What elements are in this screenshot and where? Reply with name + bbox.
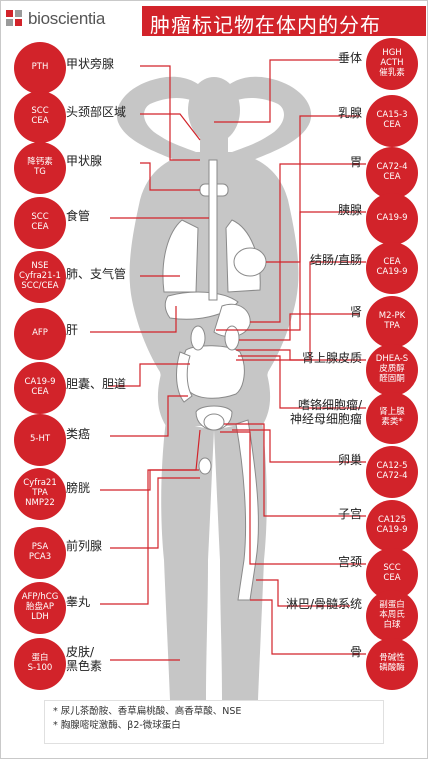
line-kidney bbox=[239, 313, 360, 341]
footnote: * 尿儿茶酚胺、香草扁桃酸、高香草酸、NSE * 胸腺嘧啶激酶、β2-微球蛋白 bbox=[44, 700, 384, 744]
organ-label-testis: 睾丸 bbox=[66, 595, 91, 609]
organ-label-lymph: 淋巴/骨髓系统 bbox=[285, 597, 362, 611]
organ-label-colon: 结肠/直肠 bbox=[309, 253, 362, 267]
line-stomach bbox=[250, 163, 366, 323]
marker-badge-pheo: 肾上腺 素类* bbox=[366, 392, 418, 444]
line-colon bbox=[236, 261, 366, 361]
marker-badge-skin: 蛋白 S-100 bbox=[14, 638, 66, 690]
marker-badge-prostate: PSA PCA3 bbox=[14, 527, 66, 579]
marker-badge-bladder: Cyfra21 TPA NMP22 bbox=[14, 468, 66, 520]
stomach bbox=[213, 303, 251, 338]
line-pancreas bbox=[216, 211, 366, 331]
line-lymph bbox=[256, 579, 350, 607]
marker-badge-uterus: CA125 CA19-9 bbox=[366, 500, 418, 552]
marker-badge-carcinoid: 5-HT bbox=[14, 414, 66, 466]
organ-label-pituitary: 垂体 bbox=[337, 51, 362, 65]
organ-label-pth: 甲状旁腺 bbox=[66, 57, 115, 71]
marker-badge-bone: 骨碱性 磷酸酶 bbox=[366, 638, 418, 690]
footnote-line-2: * 胸腺嘧啶激酶、β2-微球蛋白 bbox=[53, 719, 181, 731]
organ-label-breast: 乳腺 bbox=[337, 106, 362, 120]
organ-label-adrenal: 肾上腺皮质 bbox=[301, 351, 362, 365]
organ-label-prostate: 前列腺 bbox=[66, 539, 103, 553]
marker-badge-gallbladder: CA19-9 CEA bbox=[14, 362, 66, 414]
organ-label-headneck: 头颈部区域 bbox=[66, 105, 127, 119]
line-bone bbox=[250, 599, 366, 655]
marker-badge-testis: AFP/hCG 胎盘AP LDH bbox=[14, 582, 66, 634]
organ-label-uterus: 子宫 bbox=[337, 507, 362, 521]
marker-badge-ovary: CA12-5 CA72-4 bbox=[366, 446, 418, 498]
line-liver bbox=[90, 306, 177, 333]
line-carcinoid bbox=[110, 395, 188, 437]
marker-badge-pancreas: CA19-9 bbox=[366, 193, 418, 245]
line-gallbladder bbox=[108, 363, 190, 387]
kidney-left bbox=[190, 325, 206, 351]
testis bbox=[198, 457, 212, 475]
logo-text: bioscientia bbox=[28, 9, 106, 28]
marker-badge-breast: CA15-3 CEA bbox=[366, 95, 418, 147]
marker-badge-headneck: SCC CEA bbox=[14, 91, 66, 143]
marker-badge-lung: NSE Cyfra21-1 SCC/CEA bbox=[14, 251, 66, 303]
marker-badge-esophagus: SCC CEA bbox=[14, 197, 66, 249]
organ-label-carcinoid: 类癌 bbox=[66, 427, 91, 441]
line-testis bbox=[100, 469, 199, 605]
organs bbox=[162, 159, 267, 601]
line-prostate bbox=[110, 477, 200, 549]
lung-left bbox=[162, 219, 199, 293]
connector-lines bbox=[90, 59, 366, 661]
organ-label-kidney: 肾 bbox=[349, 305, 362, 319]
title-bar: 肿瘤标记物在体内的分布 bbox=[142, 6, 426, 37]
marker-badge-pituitary: HGH ACTH 催乳素 bbox=[366, 38, 418, 90]
organ-label-bladder: 膀胱 bbox=[66, 481, 91, 495]
organ-label-esophagus: 食管 bbox=[66, 209, 91, 223]
marker-badge-adrenal: DHEA-S 皮质醇 醛固酮 bbox=[366, 344, 418, 396]
line-adrenal bbox=[236, 349, 366, 361]
kidney-right bbox=[224, 325, 240, 351]
marker-badge-kidney: M2-PK TPA bbox=[366, 296, 418, 348]
line-pheo bbox=[238, 355, 366, 409]
organ-label-pancreas: 胰腺 bbox=[337, 203, 362, 217]
line-cervix bbox=[220, 431, 366, 565]
page-title: 肿瘤标记物在体内的分布 bbox=[150, 13, 381, 37]
marker-badge-thyroid: 降钙素 TG bbox=[14, 142, 66, 194]
line-pituitary bbox=[214, 59, 340, 123]
marker-badge-pth: PTH bbox=[14, 42, 66, 94]
organ-label-ovary: 卵巢 bbox=[337, 453, 362, 467]
organ-label-skin: 皮肤/ 黑色素 bbox=[66, 645, 103, 674]
marker-badge-lymph: 副蛋白 本周氏 白球 bbox=[366, 590, 418, 642]
line-pth bbox=[140, 65, 200, 161]
line-uterus bbox=[224, 423, 366, 517]
organ-label-cervix: 宫颈 bbox=[337, 555, 362, 569]
organ-label-liver: 肝 bbox=[66, 323, 79, 337]
femur bbox=[235, 419, 259, 601]
marker-badge-stomach: CA72-4 CEA bbox=[366, 147, 418, 199]
uterus bbox=[203, 413, 225, 431]
organ-label-gallbladder: 胆囊、胆道 bbox=[66, 377, 127, 391]
line-breast bbox=[266, 115, 360, 263]
header: bioscientia 肿瘤标记物在体内的分布 bbox=[0, 0, 428, 42]
logo-icon bbox=[6, 10, 24, 28]
organ-label-lung: 肺、支气管 bbox=[66, 267, 127, 281]
organ-label-thyroid: 甲状腺 bbox=[66, 154, 103, 168]
marker-badge-liver: AFP bbox=[14, 308, 66, 360]
marker-badge-colon: CEA CA19-9 bbox=[366, 242, 418, 294]
line-ovary bbox=[232, 429, 366, 463]
line-headneck bbox=[140, 113, 201, 141]
line-thyroid bbox=[140, 162, 200, 191]
organ-label-stomach: 胃 bbox=[349, 155, 362, 169]
esophagus bbox=[208, 159, 218, 301]
intestine bbox=[182, 345, 245, 399]
organ-label-pheo: 嗜铬细胞瘤/ 神经母细胞瘤 bbox=[289, 398, 362, 427]
footnote-line-1: * 尿儿茶酚胺、香草扁桃酸、高香草酸、NSE bbox=[53, 706, 242, 717]
organ-label-bone: 骨 bbox=[349, 645, 362, 659]
